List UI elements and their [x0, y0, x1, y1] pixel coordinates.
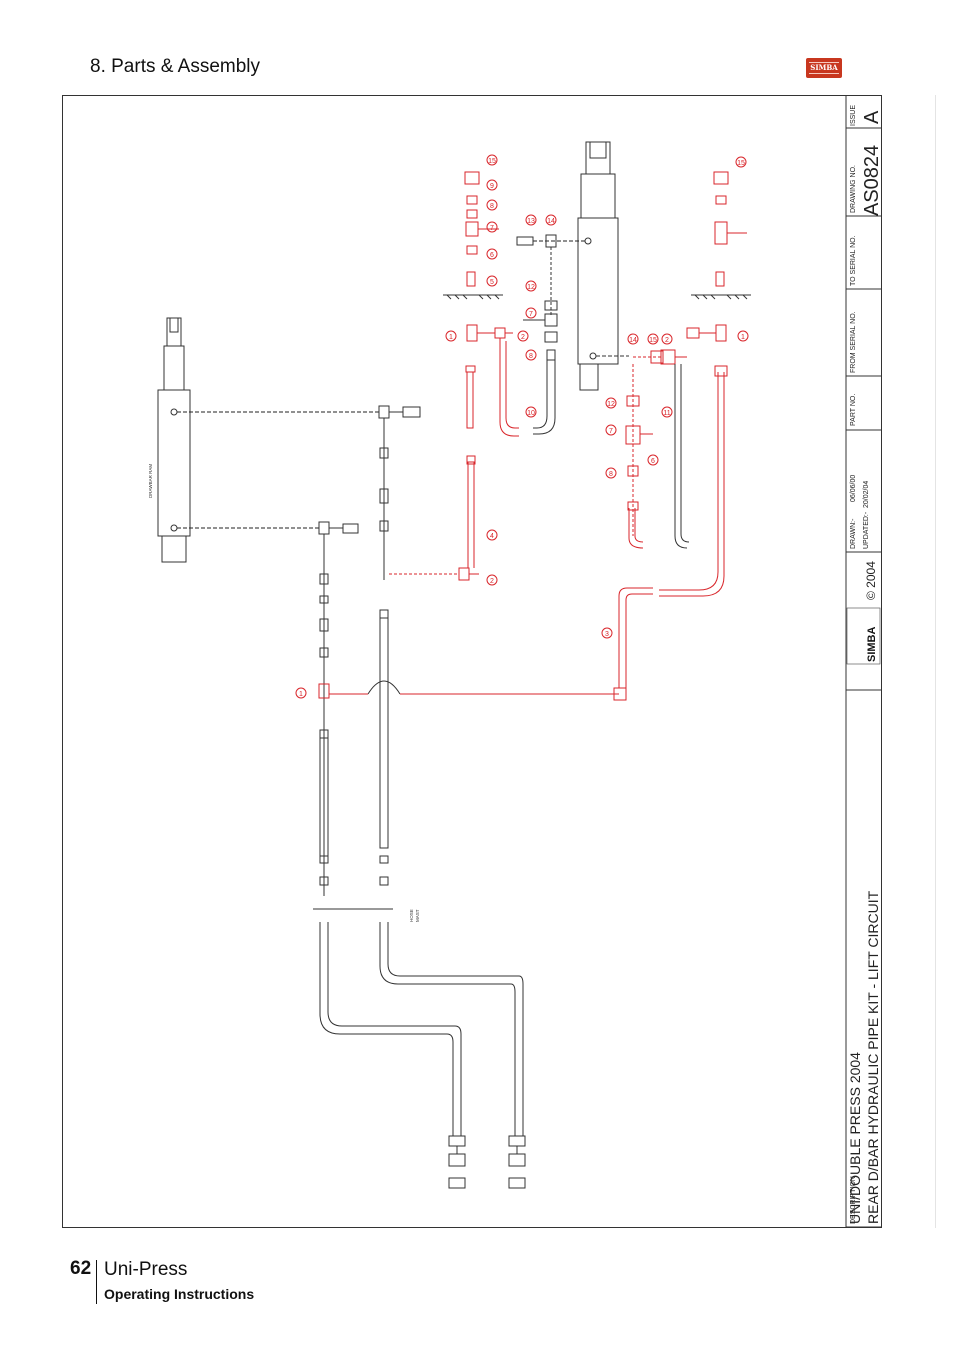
page-number: 62 [70, 1258, 92, 1279]
hose-mast-label-2: MAST [415, 909, 420, 922]
balloon-text: 12 [607, 401, 615, 408]
balloon-13: 13 [525, 214, 537, 226]
updated-label: UPDATED:- [863, 511, 870, 549]
upper-right-valve-column [625, 171, 747, 549]
balloon-15-c: 15 [735, 156, 747, 168]
left-pipe-run [313, 405, 526, 1189]
central-valve-stack [516, 234, 629, 435]
balloon-1-a: 1 [445, 330, 457, 342]
balloons: 1 1 1 2 2 2 3 4 5 6 7 8 9 15 13 14 12 7 … [295, 154, 749, 699]
balloon-text: 12 [527, 284, 535, 291]
upper-left-valve-column [464, 171, 519, 437]
balloon-15-a: 15 [486, 154, 498, 166]
footer-subtitle: Operating Instructions [104, 1286, 255, 1302]
drawn-label: DRAWN:- [850, 518, 857, 549]
drawing-sheet: ISSUE A DRAWING NO. AS0824 TO SERIAL NO.… [62, 95, 883, 1228]
page-edge-rule [935, 95, 936, 1228]
balloon-text: 8 [529, 353, 533, 360]
balloon-3: 3 [601, 627, 613, 639]
balloon-text: 1 [741, 334, 745, 341]
balloon-2-a: 2 [486, 574, 498, 586]
balloon-6-b: 6 [647, 454, 659, 466]
footer-divider [96, 1260, 97, 1304]
lift-ram [577, 141, 619, 391]
title-block-logo: SIMBA [846, 607, 881, 665]
hydraulic-drawing: ISSUE A DRAWING NO. AS0824 TO SERIAL NO.… [148, 96, 883, 1228]
balloon-text: 8 [490, 203, 494, 210]
updated-date: 20/02/04 [863, 481, 870, 508]
balloon-text: 2 [521, 334, 525, 341]
description-line-2: REAR D/BAR HYDRAULIC PIPE KIT - LIFT CIR… [865, 890, 881, 1224]
balloon-6: 6 [486, 248, 498, 260]
balloon-text: 1 [449, 334, 453, 341]
description-line-1: UNI/DOUBLE PRESS 2004 [847, 1052, 863, 1224]
balloon-text: 9 [490, 183, 494, 190]
balloon-text: 5 [490, 279, 494, 286]
issue-value: A [861, 110, 881, 124]
balloon-text: 1 [299, 691, 303, 698]
balloon-text: 14 [629, 337, 637, 344]
product-name: Uni-Press [104, 1259, 188, 1280]
balloon-8-c: 8 [605, 467, 617, 479]
drawn-date: 06/06/00 [850, 475, 857, 502]
balloon-1-b: 1 [737, 330, 749, 342]
balloon-12-b: 12 [605, 397, 617, 409]
right-return-lines [659, 365, 728, 597]
balloon-text: 7 [529, 311, 533, 318]
balloon-12-a: 12 [525, 280, 537, 292]
balloon-text: 6 [651, 458, 655, 465]
copyright: © 2004 [864, 561, 878, 600]
ground-line-right [691, 294, 751, 300]
balloon-text: 8 [609, 471, 613, 478]
title-block-logo-text: SIMBA [866, 627, 878, 663]
balloon-text: 13 [527, 218, 535, 225]
balloon-text: 15 [649, 337, 657, 344]
balloon-text: 4 [490, 533, 494, 540]
crossover-loop [367, 680, 401, 695]
balloon-text: 11 [663, 410, 670, 417]
ground-line-left [443, 294, 503, 300]
balloon-15-b: 15 [647, 333, 659, 345]
balloon-text: 2 [490, 578, 494, 585]
title-block-text: ISSUE A DRAWING NO. AS0824 TO SERIAL NO.… [847, 105, 883, 1224]
balloon-text: 7 [490, 225, 494, 232]
to-serial-label: TO SERIAL NO. [850, 235, 857, 286]
balloon-8: 8 [486, 199, 498, 211]
balloon-text: 15 [488, 158, 496, 165]
issue-label: ISSUE [850, 105, 857, 126]
balloon-2-c: 2 [661, 333, 673, 345]
balloon-7-b: 7 [525, 307, 537, 319]
balloon-8-b: 8 [525, 349, 537, 361]
balloon-text: 7 [609, 428, 613, 435]
drawbar-ram-label: DRAWBAR RAM [148, 464, 153, 498]
balloon-9: 9 [486, 179, 498, 191]
balloon-11: 11 [661, 406, 673, 418]
description-label: DESCRIPTION [850, 1176, 857, 1224]
balloon-10: 10 [525, 406, 537, 418]
section-title: 8. Parts & Assembly [90, 56, 261, 77]
ram-dashed-lines [177, 411, 379, 529]
balloon-text: 6 [490, 252, 494, 259]
hose-mast-label-1: HOSE [409, 909, 414, 922]
balloon-14-a: 14 [545, 214, 557, 226]
balloon-text: 14 [547, 218, 555, 225]
simba-logo: SIMBA [806, 58, 842, 78]
balloon-text: 3 [605, 631, 609, 638]
drawbar-ram [157, 317, 191, 563]
red-pipe-run [318, 455, 653, 701]
drawing-no-value: AS0824 [861, 145, 881, 216]
part-no-label: PART NO. [850, 394, 857, 426]
balloon-text: 10 [527, 410, 535, 417]
from-serial-label: FROM SERIAL NO. [850, 311, 857, 373]
balloon-5: 5 [486, 275, 498, 287]
balloon-2-b: 2 [517, 330, 529, 342]
drawing-no-label: DRAWING NO. [850, 165, 857, 213]
balloon-7-c: 7 [605, 424, 617, 436]
balloon-1-left: 1 [295, 687, 307, 699]
balloon-text: 15 [737, 160, 745, 167]
balloon-text: 2 [665, 337, 669, 344]
balloon-4: 4 [486, 529, 498, 541]
balloon-14-b: 14 [627, 333, 639, 345]
balloon-7: 7 [486, 221, 498, 233]
